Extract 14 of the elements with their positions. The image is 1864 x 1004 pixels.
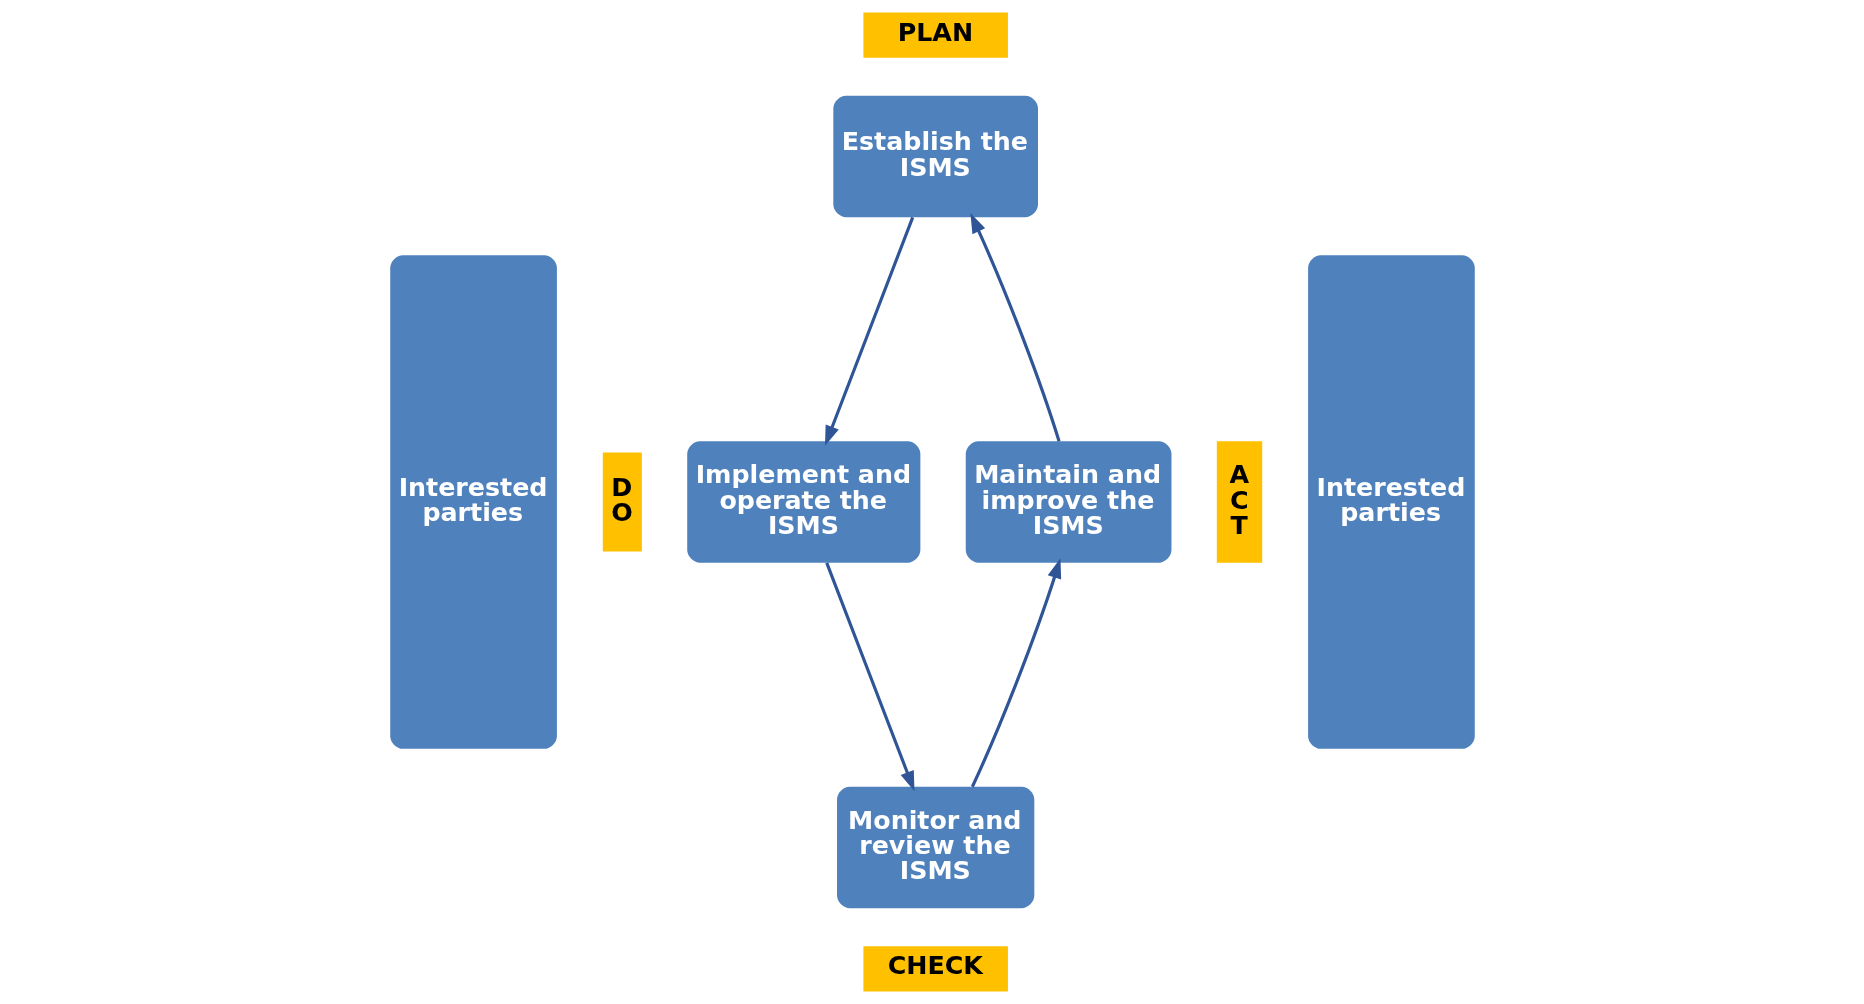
- node-box: Maintain and improve the ISMS: [965, 441, 1171, 563]
- arrow: [969, 213, 1061, 442]
- node-box: Establish the ISMS: [832, 95, 1038, 218]
- arrow: [824, 562, 914, 792]
- arrow: [824, 216, 914, 446]
- node-box: D O: [602, 452, 642, 552]
- node-box: Interested parties: [1307, 255, 1475, 749]
- node-box: Monitor and review the ISMS: [836, 786, 1034, 909]
- node-box: Interested parties: [389, 255, 557, 749]
- node-box: CHECK: [862, 946, 1008, 992]
- node-box: A C T: [1216, 441, 1262, 563]
- node-box: Implement and operate the ISMS: [686, 441, 920, 563]
- node-box: PLAN: [862, 12, 1008, 58]
- arrow: [970, 558, 1061, 788]
